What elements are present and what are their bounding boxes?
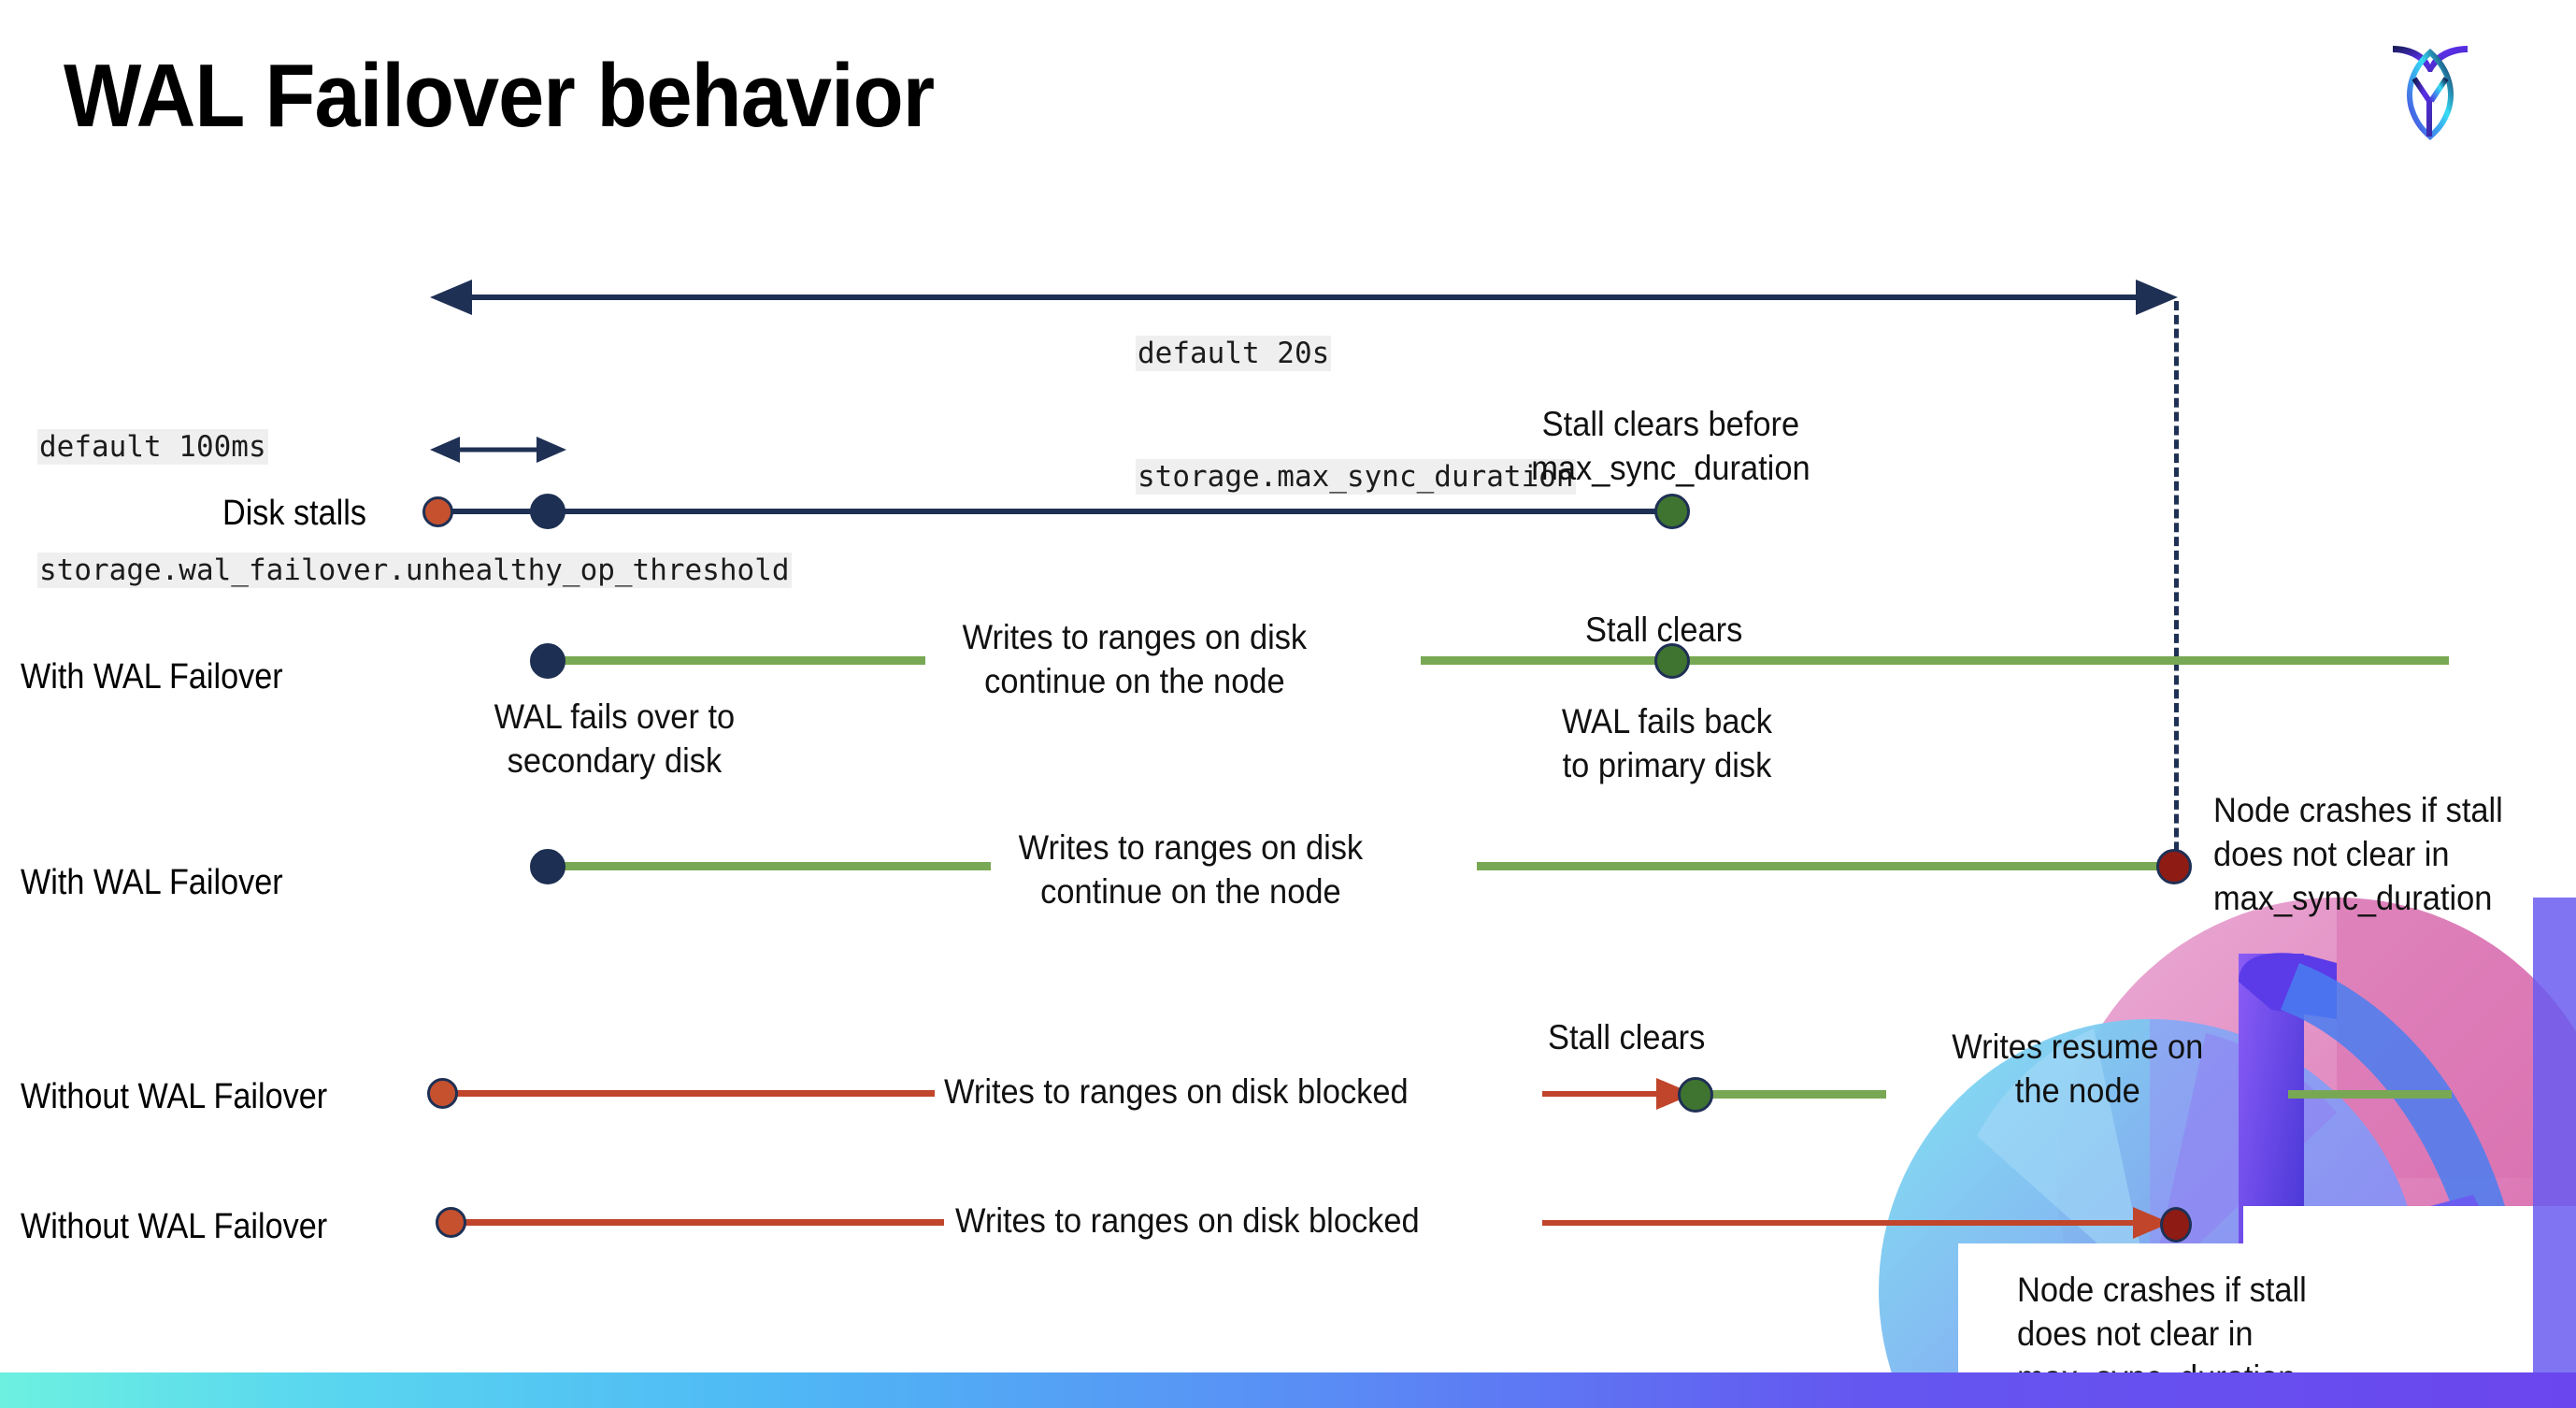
- without-failover-stall-start-marker-1: [427, 1078, 458, 1109]
- max-sync-deadline-dashed-connector: [2174, 301, 2179, 879]
- row-label-with-wal-failover-1: With WAL Failover: [21, 657, 283, 697]
- without-failover-stall-cleared-marker-1: [1678, 1077, 1713, 1113]
- wal-failover-start-marker-1: [530, 643, 565, 679]
- without-failover-resume-segment-1b: [2288, 1090, 2452, 1099]
- writes-blocked-arrow-row5: [1542, 1207, 2170, 1239]
- unhealthy-op-default-label: default 100ms: [37, 429, 268, 465]
- cockroachdb-logo: [2385, 30, 2475, 140]
- node-crash-marker-row5: [2160, 1207, 2192, 1243]
- note-stall-clears-1: Stall clears: [1585, 611, 1743, 649]
- wal-failover-green-segment-2b: [1477, 862, 2168, 870]
- note-stall-clears-before-max-sync: Stall clears before max_sync_duration: [1531, 405, 1810, 487]
- disk-stall-detected-marker: [530, 494, 565, 529]
- writes-blocked-arrow-row4: [1542, 1078, 1694, 1110]
- note-stall-clears-2: Stall clears: [1548, 1018, 1706, 1056]
- wal-failover-green-segment-1b: [1421, 656, 2449, 665]
- without-failover-resume-segment-1a: [1709, 1090, 1886, 1099]
- note-writes-continue-1: Writes to ranges on disk continue on the…: [962, 618, 1308, 700]
- without-failover-stall-start-marker-2: [436, 1207, 466, 1238]
- node-crash-marker-row3: [2156, 849, 2192, 884]
- without-failover-blocked-segment-2: [458, 1219, 944, 1226]
- row-label-with-wal-failover-2: With WAL Failover: [21, 863, 283, 902]
- without-failover-blocked-segment-1: [449, 1090, 935, 1097]
- disk-stall-start-marker: [422, 496, 453, 527]
- max-sync-default-label: default 20s: [1136, 336, 1332, 371]
- wal-failover-stall-cleared-marker-1: [1654, 643, 1690, 679]
- note-wal-fails-back-primary: WAL fails back to primary disk: [1561, 702, 1772, 784]
- note-node-crashes-row3: Node crashes if stall does not clear in …: [2213, 791, 2503, 917]
- note-writes-continue-2: Writes to ranges on disk continue on the…: [1018, 828, 1364, 911]
- unhealthy-op-setting-label: storage.wal_failover.unhealthy_op_thresh…: [37, 553, 792, 588]
- unhealthy-op-threshold-arrow: [430, 437, 566, 463]
- note-wal-fails-over-secondary: WAL fails over to secondary disk: [494, 697, 736, 780]
- row-label-disk-stalls: Disk stalls: [222, 494, 366, 533]
- note-writes-blocked-2: Writes to ranges on disk blocked: [955, 1201, 1420, 1240]
- max-sync-duration-arrow: [430, 280, 2178, 315]
- bottom-gradient-bar: [0, 1372, 2576, 1408]
- row-label-without-wal-failover-2: Without WAL Failover: [21, 1207, 328, 1246]
- wal-failover-green-segment-2a: [551, 862, 991, 870]
- wal-failover-green-segment-1a: [551, 656, 925, 665]
- page-title: WAL Failover behavior: [64, 46, 935, 146]
- unhealthy-op-threshold-annotation: default 100ms storage.wal_failover.unhea…: [37, 344, 792, 673]
- disk-stall-timeline: [439, 509, 1673, 514]
- disk-stall-cleared-marker: [1654, 494, 1690, 529]
- note-writes-resume: Writes resume on the node: [1952, 1027, 2204, 1110]
- max-sync-duration-annotation: default 20s storage.max_sync_duration: [1136, 251, 1576, 580]
- wal-failover-start-marker-2: [530, 849, 565, 884]
- note-writes-blocked-1: Writes to ranges on disk blocked: [944, 1072, 1409, 1111]
- max-sync-setting-label: storage.max_sync_duration: [1136, 459, 1576, 495]
- row-label-without-wal-failover-1: Without WAL Failover: [21, 1077, 328, 1116]
